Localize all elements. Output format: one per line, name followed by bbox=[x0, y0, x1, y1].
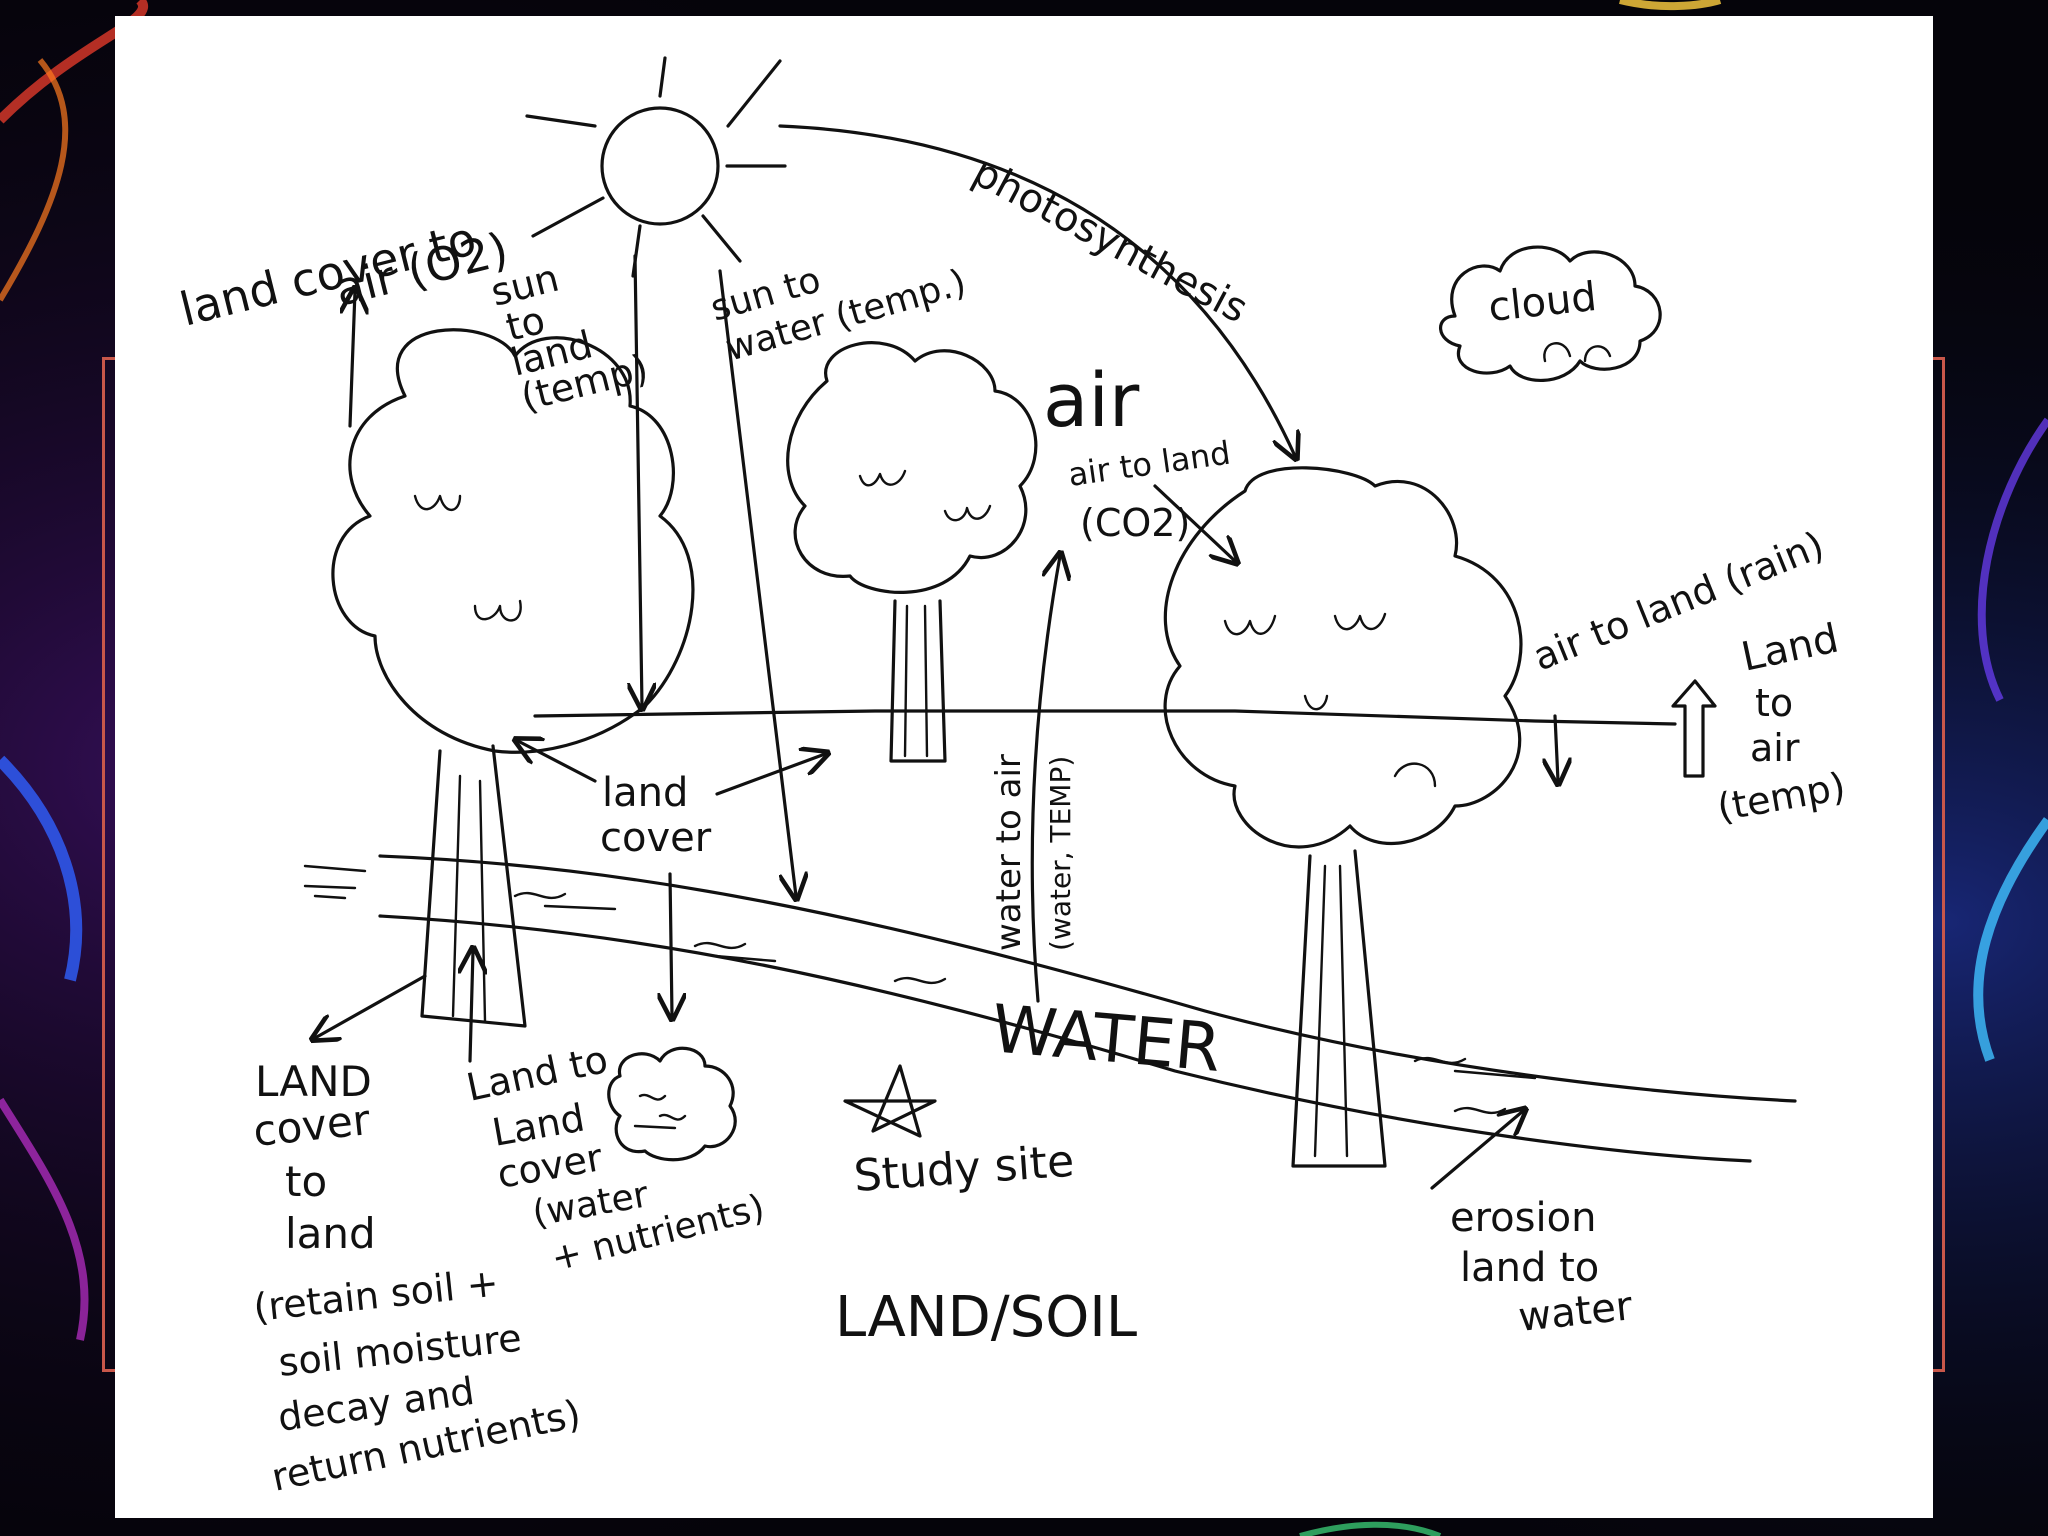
label-sun-to-land: sun to land (temp) bbox=[487, 256, 653, 420]
diagram-card: land cover to air (O2) sun to land (temp… bbox=[115, 16, 1933, 1518]
label-air-to-land-co2-line2: (CO2) bbox=[1080, 501, 1190, 545]
label-air-to-land-co2: air to land (CO2) bbox=[1066, 434, 1233, 545]
light-streak-yellow bbox=[1619, 0, 1722, 11]
label-land-cover-to-land-line2: cover bbox=[251, 1095, 373, 1156]
tree-left-canopy bbox=[331, 328, 695, 754]
arrow-land-cover-to-land bbox=[315, 974, 427, 1038]
river-ripples bbox=[303, 864, 1537, 1115]
arrow-land-cover-left bbox=[518, 741, 597, 783]
label-water-to-air: water to air (water, TEMP) bbox=[989, 754, 1077, 951]
label-erosion-line3: water bbox=[1516, 1283, 1635, 1341]
light-streak-blue bbox=[0, 755, 83, 982]
arrow-air-to-land-rain bbox=[1555, 714, 1558, 781]
ground-line bbox=[533, 709, 1677, 726]
arrow-sun-to-water bbox=[718, 269, 796, 896]
ecosystem-sketch: land cover to air (O2) sun to land (temp… bbox=[175, 56, 1849, 1500]
tree-left-trunk bbox=[420, 744, 527, 1028]
sun-icon bbox=[600, 106, 720, 226]
arrow-land-cover-to-air bbox=[350, 291, 355, 428]
label-erosion-line1: erosion bbox=[1450, 1195, 1596, 1241]
label-land-cover-line1: land bbox=[602, 770, 688, 816]
arrow-land-cover-right bbox=[715, 754, 825, 796]
arrow-water-to-air bbox=[1030, 556, 1060, 1003]
label-land-cover-to-land-line5: (retain soil + bbox=[251, 1260, 500, 1329]
label-water-to-air-line2: (water, TEMP) bbox=[1044, 756, 1077, 951]
tree-middle-trunk bbox=[889, 599, 947, 763]
label-land-cover-to-land-line3: to bbox=[285, 1157, 327, 1206]
light-streak-cyan bbox=[1973, 817, 2048, 1062]
arrow-air-to-land-co2 bbox=[1153, 484, 1235, 561]
label-study-site: Study site bbox=[852, 1136, 1076, 1202]
river-bank-upper bbox=[378, 854, 1797, 1103]
light-streak-red bbox=[0, 0, 148, 124]
light-streak-violet bbox=[1977, 417, 2048, 702]
label-land-to-air-temp: Land to air (temp) bbox=[1714, 616, 1849, 830]
arrow-land-cover-down bbox=[670, 872, 672, 1016]
label-erosion: erosion land to water bbox=[1450, 1195, 1635, 1341]
arrow-erosion bbox=[1430, 1111, 1523, 1190]
light-streak-magenta bbox=[0, 1097, 89, 1341]
label-land-to-land-cover-line1: Land to bbox=[463, 1037, 612, 1110]
tree-right-canopy bbox=[1163, 466, 1523, 849]
star-icon bbox=[843, 1064, 937, 1138]
shrub-icon bbox=[607, 1046, 737, 1162]
sun-rays bbox=[525, 56, 787, 278]
arrow-photosynthesis bbox=[778, 124, 1295, 456]
label-land-cover-to-land-line6: soil moisture bbox=[276, 1316, 523, 1385]
tree-right-trunk bbox=[1291, 849, 1387, 1168]
arrow-sun-to-land bbox=[635, 254, 642, 706]
label-land-to-air-temp-line2: to bbox=[1755, 681, 1793, 725]
label-photosynthesis: photosynthesis bbox=[965, 149, 1255, 332]
label-land-cover-to-land-line1: LAND bbox=[255, 1057, 372, 1106]
cloud-icon bbox=[1439, 245, 1662, 382]
light-streak-orange bbox=[0, 58, 69, 302]
arrow-land-to-air-temp bbox=[1671, 679, 1717, 778]
label-erosion-line2: land to bbox=[1460, 1245, 1599, 1291]
tree-middle-canopy bbox=[786, 341, 1038, 594]
label-land-cover-to-air: land cover to air (O2) bbox=[175, 211, 514, 337]
label-land-to-air-temp-line1: Land bbox=[1738, 616, 1843, 681]
label-land-cover-line2: cover bbox=[600, 815, 712, 861]
label-water-to-air-line1: water to air bbox=[989, 754, 1029, 951]
label-land-cover-to-land-line4: land bbox=[285, 1209, 376, 1258]
light-streak-green bbox=[1299, 1521, 1442, 1536]
river-bank-lower bbox=[378, 914, 1752, 1163]
label-air: air bbox=[1043, 358, 1140, 444]
label-land-to-air-temp-line3: air bbox=[1750, 726, 1800, 770]
label-land-soil: LAND/SOIL bbox=[835, 1285, 1137, 1350]
arrow-land-to-land-cover bbox=[470, 951, 473, 1063]
label-land-cover: land cover bbox=[600, 770, 712, 861]
label-land-to-air-temp-line4: (temp) bbox=[1714, 764, 1849, 830]
label-cloud: cloud bbox=[1486, 274, 1599, 331]
